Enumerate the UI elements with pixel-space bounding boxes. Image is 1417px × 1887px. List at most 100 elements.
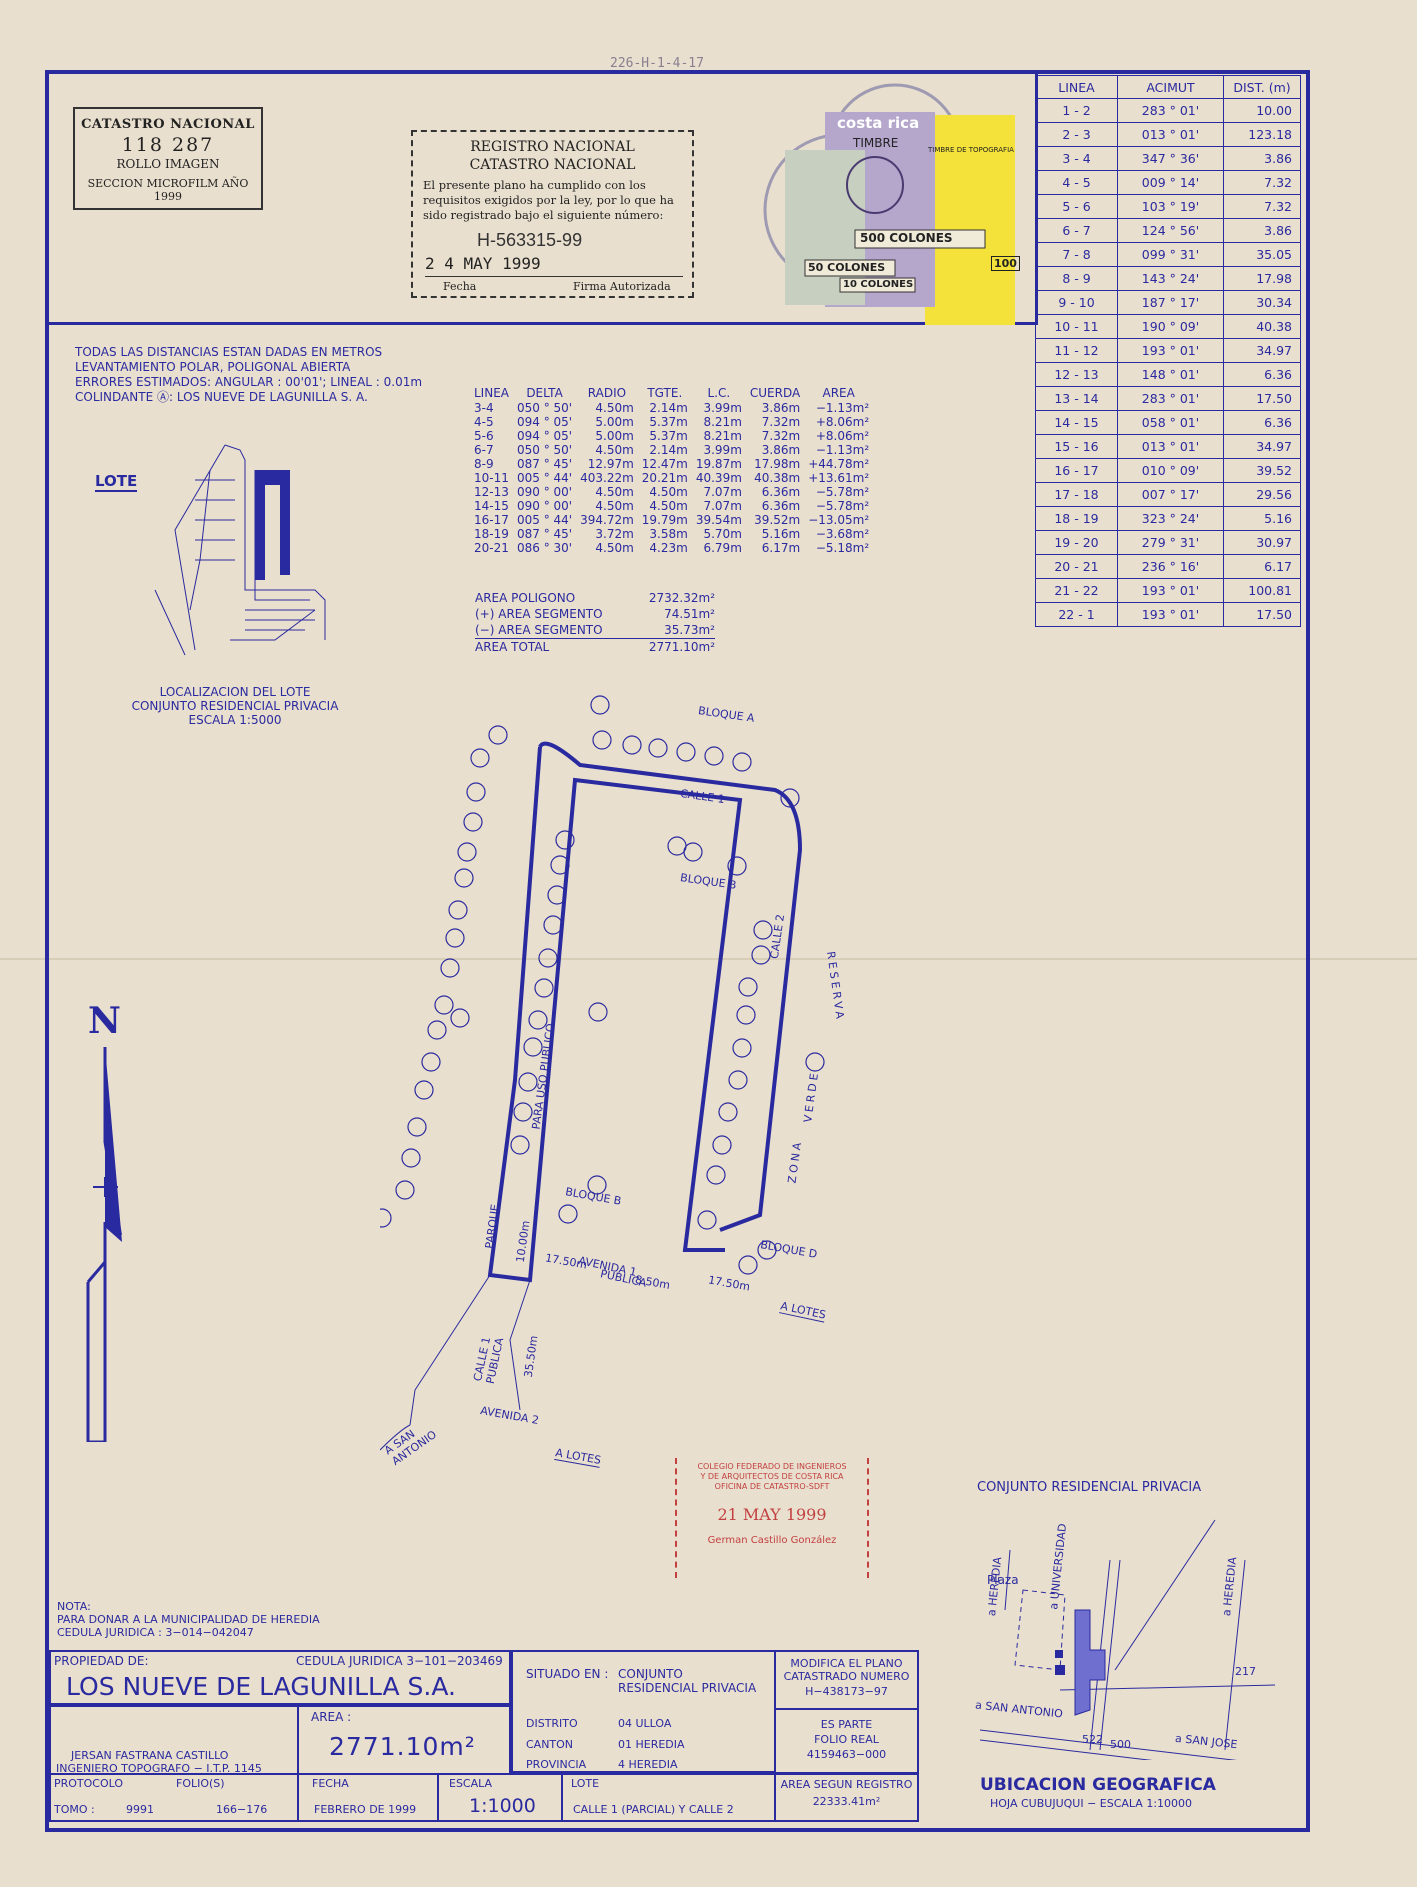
n500-label: 500 xyxy=(1110,1738,1131,1751)
azimuth-cell: 013 ° 01' xyxy=(1117,122,1224,147)
curve-cell: 16-17 xyxy=(474,513,509,527)
curve-cell: 005 ° 44' xyxy=(517,471,573,485)
azimuth-cell: 3.86 xyxy=(1223,218,1301,243)
curve-cell: 5-6 xyxy=(474,429,494,443)
azimuth-cell: 22 - 1 xyxy=(1035,602,1118,627)
situado-box: SITUADO EN : CONJUNTO RESIDENCIAL PRIVAC… xyxy=(511,1650,776,1773)
area-segun-box: AREA SEGUN REGISTRO 22333.41m² xyxy=(774,1773,919,1822)
azimuth-cell: 347 ° 36' xyxy=(1117,146,1224,171)
provincia-label: PROVINCIA xyxy=(526,1758,587,1771)
azimuth-cell: 103 ° 19' xyxy=(1117,194,1224,219)
azimuth-cell: 5 - 6 xyxy=(1035,194,1118,219)
curve-cell: 094 ° 05' xyxy=(517,415,573,429)
azimuth-cell: 010 ° 09' xyxy=(1117,458,1224,483)
location-map-graphic xyxy=(154,444,326,656)
ubicacion-geografica: CONJUNTO RESIDENCIAL PRIVACIA a HEREDIA … xyxy=(975,1480,1295,1820)
stamp-number: 118 287 xyxy=(121,134,215,156)
curve-cell: 19.87m xyxy=(695,457,742,471)
azimuth-cell: 3 - 4 xyxy=(1035,146,1118,171)
azimuth-cell: 16 - 17 xyxy=(1035,458,1118,483)
curve-cell: 12-13 xyxy=(474,485,509,499)
azimuth-cell: 20 - 21 xyxy=(1035,554,1118,579)
curve-cell: 2.14m xyxy=(649,443,688,457)
tomo-label: TOMO : xyxy=(54,1803,95,1816)
fecha-box: FECHA FEBRERO DE 1999 xyxy=(297,1773,439,1822)
azimuth-cell: 6.17 xyxy=(1223,554,1301,579)
azimuth-cell: 058 ° 01' xyxy=(1117,410,1224,435)
curve-cell: 4.23m xyxy=(649,541,688,555)
stamp-topografia: TIMBRE DE TOPOGRAFIA xyxy=(928,146,1014,154)
drawing-frame xyxy=(45,70,1310,1832)
area-segun-label: AREA SEGUN REGISTRO xyxy=(780,1778,913,1791)
header-divider xyxy=(49,322,1037,325)
curve-cell: 4.50m xyxy=(595,401,634,415)
curve-cell: 8.21m xyxy=(703,415,742,429)
propiedad-box: PROPIEDAD DE: CEDULA JURIDICA 3−101−2034… xyxy=(49,1650,511,1705)
azimuth-cell: 7 - 8 xyxy=(1035,242,1118,267)
azimuth-cell: 15 - 16 xyxy=(1035,434,1118,459)
azimuth-cell: 193 ° 01' xyxy=(1117,602,1224,627)
azimuth-cell: 6.36 xyxy=(1223,410,1301,435)
stamps-graphic xyxy=(763,83,1015,325)
site-plan-graphic xyxy=(372,695,825,1451)
canton-value: 01 HEREDIA xyxy=(618,1738,685,1751)
curve-cell: 17.98m xyxy=(754,457,801,471)
azimuth-cell: 007 ° 17' xyxy=(1117,482,1224,507)
area-box: AREA : 2771.10m² xyxy=(297,1705,511,1775)
curve-cell: 6-7 xyxy=(474,443,494,457)
curve-cell: 086 ° 30' xyxy=(517,541,573,555)
escala-box: ESCALA 1:1000 xyxy=(437,1773,563,1822)
area-label: AREA : xyxy=(311,1710,352,1724)
azimuth-cell: 2 - 3 xyxy=(1035,122,1118,147)
curve-cell: 7.07m xyxy=(703,485,742,499)
north-label: N xyxy=(88,1000,121,1042)
curve-cell: 4.50m xyxy=(649,499,688,513)
signature-line xyxy=(425,276,683,277)
curve-header-cell: RADIO xyxy=(587,386,627,400)
azimuth-cell: 40.38 xyxy=(1223,314,1301,339)
azimuth-cell: 009 ° 14' xyxy=(1117,170,1224,195)
azimuth-cell: 279 ° 31' xyxy=(1117,530,1224,555)
curve-cell: −5.78m² xyxy=(815,499,870,513)
curve-cell: 39.52m xyxy=(754,513,801,527)
owner-name: LOS NUEVE DE LAGUNILLA S.A. xyxy=(66,1672,456,1701)
azimuth-cell: 14 - 15 xyxy=(1035,410,1118,435)
azimuth-cell: 19 - 20 xyxy=(1035,530,1118,555)
curve-cell: +8.06m² xyxy=(815,429,870,443)
registro-title-1: REGISTRO NACIONAL xyxy=(470,139,635,155)
lote-label-tb: LOTE xyxy=(571,1777,600,1790)
curve-cell: +8.06m² xyxy=(815,415,870,429)
curve-cell: 2.14m xyxy=(649,401,688,415)
stamp-10: 10 COLONES xyxy=(843,279,914,290)
curve-cell: 005 ° 44' xyxy=(517,513,573,527)
azimuth-cell: 190 ° 09' xyxy=(1117,314,1224,339)
curve-cell: 39.54m xyxy=(695,513,742,527)
curve-cell: 3.99m xyxy=(703,443,742,457)
engineer-title: INGENIERO TOPOGRAFO − I.T.P. 1145 xyxy=(56,1762,262,1775)
curve-cell: 5.70m xyxy=(703,527,742,541)
curve-cell: 3.72m xyxy=(595,527,634,541)
azimuth-cell: 6 - 7 xyxy=(1035,218,1118,243)
ubicacion-heading: UBICACION GEOGRAFICA xyxy=(980,1775,1216,1795)
azimuth-cell: 34.97 xyxy=(1223,434,1301,459)
azimuth-cell: 10.00 xyxy=(1223,98,1301,123)
azimuth-cell: 1 - 2 xyxy=(1035,98,1118,123)
curve-cell: −5.78m² xyxy=(815,485,870,499)
